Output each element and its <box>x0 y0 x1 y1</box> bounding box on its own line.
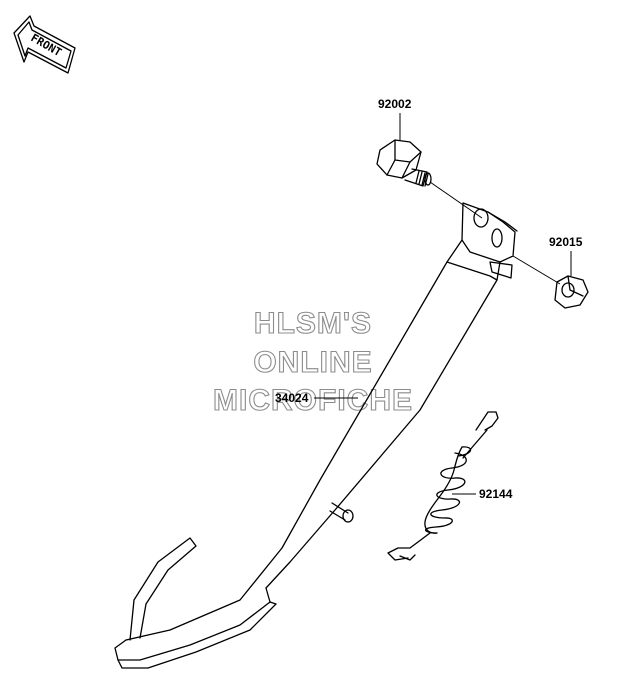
watermark-line-1: HLSM'S <box>254 307 372 340</box>
nut <box>554 275 589 309</box>
watermark-line-3: MICROFICHE <box>213 384 413 417</box>
part-number-34024: 34024 <box>275 391 309 405</box>
leader-nut-axis <box>512 255 561 285</box>
part-number-92015: 92015 <box>549 235 583 249</box>
spring <box>387 411 499 561</box>
callouts: 92002 92015 34024 92144 <box>275 97 583 501</box>
watermark: HLSM'S ONLINE MICROFICHE <box>212 306 413 417</box>
bolt <box>376 139 432 187</box>
part-number-92144: 92144 <box>479 487 513 501</box>
part-number-92002: 92002 <box>378 97 412 111</box>
watermark-line-2: ONLINE <box>253 346 372 379</box>
leader-bolt-axis <box>429 181 483 219</box>
side-stand <box>114 202 518 669</box>
front-arrow-icon: FRONT <box>13 15 76 74</box>
